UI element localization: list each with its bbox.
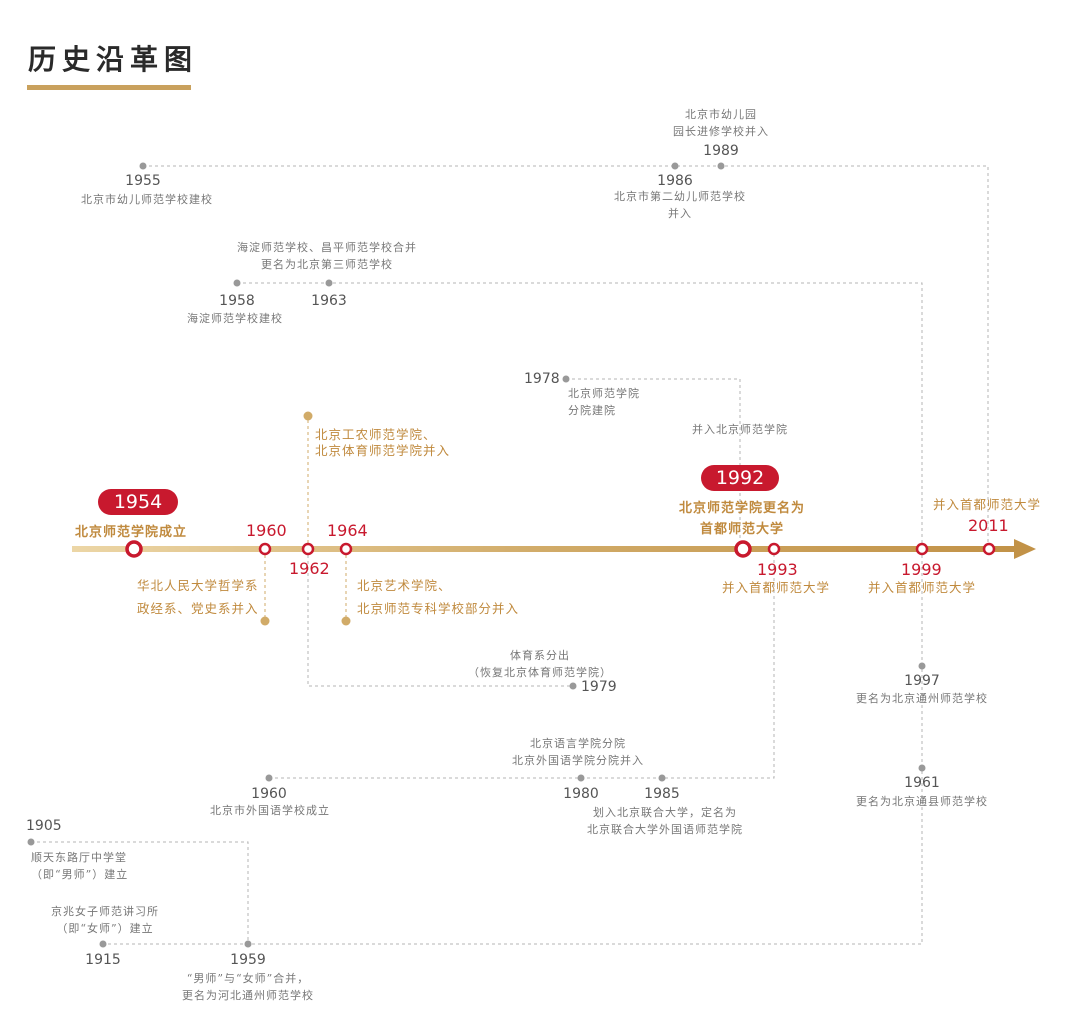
dot-1959 bbox=[244, 940, 252, 948]
nanshi-line bbox=[31, 841, 249, 944]
dot-1985 bbox=[658, 774, 666, 782]
dot-1997 bbox=[918, 662, 926, 670]
note-1960-foreign: 北京市外国语学校成立 bbox=[210, 804, 330, 817]
note-1963-line1: 海淀师范学校、昌平师范学校合并 bbox=[237, 241, 417, 254]
dot-feeder-1962 bbox=[303, 411, 313, 421]
note-1964-line1: 北京艺术学院、 bbox=[357, 578, 452, 593]
note-1980-line2: 北京外国语学院分院并入 bbox=[512, 754, 644, 767]
label-1992-line2: 首都师范大学 bbox=[699, 522, 784, 537]
note-1964-line2: 北京师范专科学校部分并入 bbox=[357, 601, 520, 616]
branch-college-line bbox=[566, 378, 741, 549]
year-1980: 1980 bbox=[563, 786, 599, 802]
dot-feeder-1964 bbox=[341, 616, 351, 626]
year-1959: 1959 bbox=[230, 952, 266, 968]
third-normal-branch-line bbox=[237, 282, 923, 549]
year-1999: 1999 bbox=[901, 560, 942, 579]
note-1905-line2: （即“男师”）建立 bbox=[31, 868, 129, 881]
dot-1963 bbox=[325, 279, 333, 287]
note-1960-line1: 华北人民大学哲学系 bbox=[137, 578, 259, 593]
note-1979-line2: （恢复北京体育师范学院） bbox=[468, 666, 612, 679]
dot-1961 bbox=[918, 764, 926, 772]
year-1961: 1961 bbox=[904, 775, 940, 791]
milestone-2011 bbox=[982, 542, 996, 556]
year-badge-1954: 1954 bbox=[98, 489, 178, 515]
page-title: 历史沿革图 bbox=[28, 43, 199, 76]
note-1905-line1: 顺天东路厅中学堂 bbox=[31, 851, 127, 864]
dot-1958 bbox=[233, 279, 241, 287]
year-1979: 1979 bbox=[581, 679, 617, 695]
main-timeline-bar bbox=[72, 546, 1018, 552]
milestone-1960 bbox=[258, 542, 272, 556]
dot-1989 bbox=[717, 162, 725, 170]
label-1992-line1: 北京师范学院更名为 bbox=[678, 501, 805, 516]
year-1963: 1963 bbox=[311, 293, 347, 309]
note-1962-line2: 北京体育师范学院并入 bbox=[315, 443, 451, 458]
timeline-arrowhead bbox=[1014, 539, 1036, 559]
label-1999: 并入首都师范大学 bbox=[868, 580, 977, 595]
note-1997: 更名为北京通州师范学校 bbox=[856, 692, 988, 705]
dot-1955 bbox=[139, 162, 147, 170]
note-1989-line2: 园长进修学校并入 bbox=[673, 125, 769, 138]
year-1958: 1958 bbox=[219, 293, 255, 309]
note-1978-line1: 北京师范学院 bbox=[568, 387, 640, 400]
label-2011: 并入首都师范大学 bbox=[933, 497, 1042, 512]
note-1963-line2: 更名为北京第三师范学校 bbox=[261, 258, 393, 271]
note-1985-line1: 划入北京联合大学，定名为 bbox=[593, 806, 737, 819]
note-1985-line2: 北京联合大学外国语师范学院 bbox=[587, 823, 743, 836]
dot-1978 bbox=[562, 375, 570, 383]
note-1980-line1: 北京语言学院分院 bbox=[530, 737, 626, 750]
title-underline bbox=[27, 85, 191, 90]
note-1989-line1: 北京市幼儿园 bbox=[685, 108, 757, 121]
note-1978-line2: 分院建院 bbox=[568, 404, 616, 417]
year-1964: 1964 bbox=[327, 521, 368, 540]
note-1961: 更名为北京通县师范学校 bbox=[856, 795, 988, 808]
year-1905: 1905 bbox=[26, 818, 62, 834]
label-1993: 并入首都师范大学 bbox=[722, 580, 831, 595]
milestone-1964 bbox=[339, 542, 353, 556]
dot-1915 bbox=[99, 940, 107, 948]
year-1997: 1997 bbox=[904, 673, 940, 689]
note-1915-line1: 京兆女子师范讲习所 bbox=[51, 905, 159, 918]
milestone-1992 bbox=[734, 540, 752, 558]
note-1959-line2: 更名为河北通州师范学校 bbox=[182, 989, 314, 1002]
year-2011: 2011 bbox=[968, 516, 1009, 535]
note-1962-line1: 北京工农师范学院、 bbox=[315, 427, 437, 442]
year-badge-1992: 1992 bbox=[701, 465, 779, 491]
sports-split-line bbox=[307, 549, 572, 687]
dot-1980 bbox=[577, 774, 585, 782]
year-1915: 1915 bbox=[85, 952, 121, 968]
year-1986: 1986 bbox=[657, 173, 693, 189]
year-1993: 1993 bbox=[757, 560, 798, 579]
note-1915-line2: （即“女师”）建立 bbox=[56, 922, 154, 935]
milestone-1954 bbox=[125, 540, 143, 558]
note-1958: 海淀师范学校建校 bbox=[187, 312, 283, 325]
note-1986-line1: 北京市第二幼儿师范学校 bbox=[614, 190, 746, 203]
note-1959-line1: “男师”与“女师”合并， bbox=[186, 972, 310, 985]
year-1962: 1962 bbox=[289, 559, 330, 578]
note-merge-branch-college: 并入北京师范学院 bbox=[692, 423, 788, 436]
kindergarten-branch-line bbox=[143, 165, 989, 549]
dot-1986 bbox=[671, 162, 679, 170]
year-1960-foreign: 1960 bbox=[251, 786, 287, 802]
milestone-1999 bbox=[915, 542, 929, 556]
note-1955: 北京市幼儿师范学校建校 bbox=[81, 193, 213, 206]
note-1986-line2: 并入 bbox=[668, 207, 692, 220]
dot-1979 bbox=[569, 682, 577, 690]
year-1985: 1985 bbox=[644, 786, 680, 802]
year-1989: 1989 bbox=[703, 143, 739, 159]
year-1955: 1955 bbox=[125, 173, 161, 189]
dot-1905 bbox=[27, 838, 35, 846]
milestone-1962 bbox=[301, 542, 315, 556]
milestone-1993 bbox=[767, 542, 781, 556]
note-1960-line2: 政经系、党史系并入 bbox=[137, 601, 259, 616]
label-1954: 北京师范学院成立 bbox=[75, 525, 188, 540]
foreign-lang-branch-line bbox=[269, 549, 775, 779]
dot-1960-foreign bbox=[265, 774, 273, 782]
year-1960: 1960 bbox=[246, 521, 287, 540]
year-1978: 1978 bbox=[524, 371, 560, 387]
note-1979-line1: 体育系分出 bbox=[510, 649, 570, 662]
dot-feeder-1960 bbox=[260, 616, 270, 626]
